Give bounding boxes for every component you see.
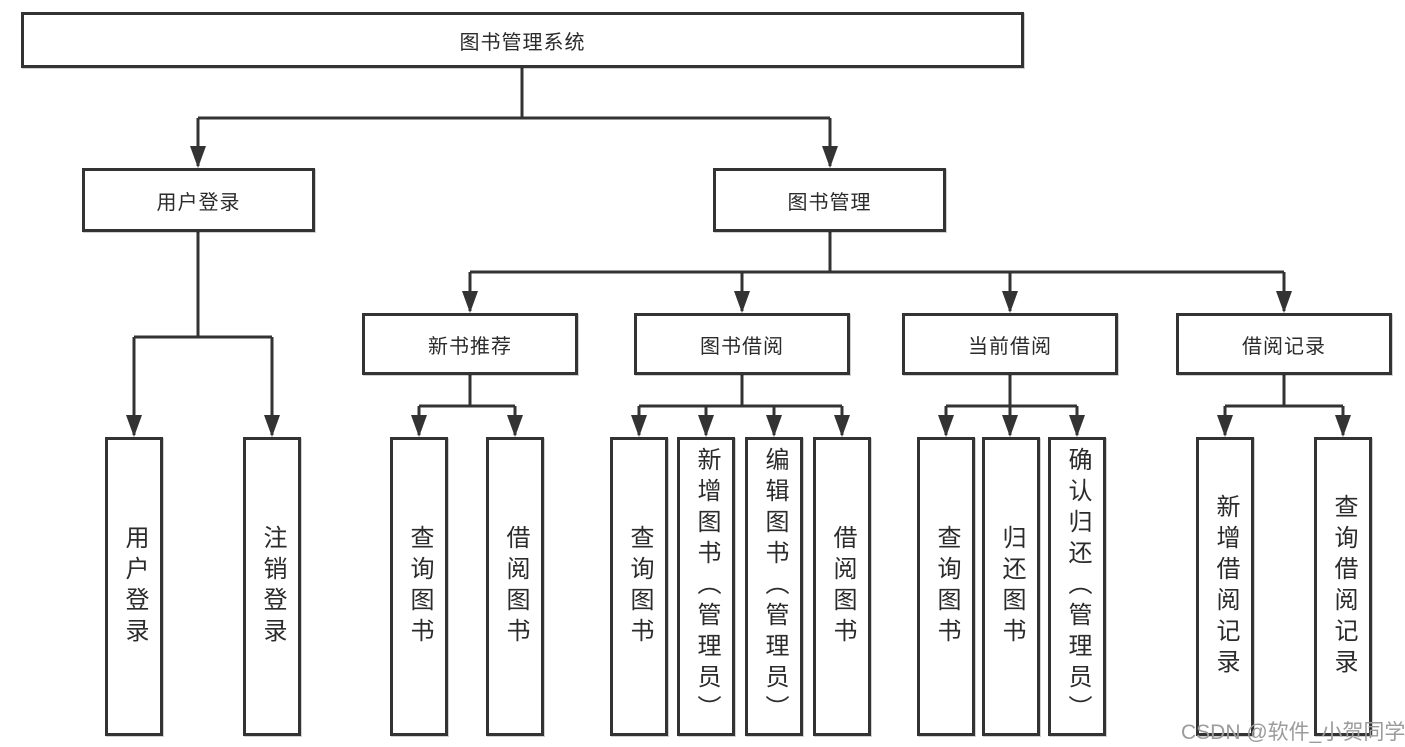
csdn-watermark: CSDN @软件_小贺同学 [1181,721,1405,744]
leaf-borrow-books-recommend: 借阅图书 [486,437,544,736]
arrowhead [411,415,427,437]
arrowhead [264,415,280,437]
node-label: 图书借阅 [700,335,784,358]
node-label: 注销登录 [259,524,286,649]
arrowhead [734,291,750,313]
arrowhead [698,415,714,437]
node-label: 新增借阅记录 [1212,493,1239,680]
leaf-edit-book-admin: 编辑图书（管理员） [745,437,803,736]
arrowhead [126,415,142,437]
node-label: 查询借阅记录 [1330,493,1357,680]
node-label: 归还图书 [998,524,1025,649]
node-current-borrow: 当前借阅 [902,313,1118,375]
leaf-logout: 注销登录 [243,437,301,736]
leaf-query-books-current: 查询图书 [917,437,975,736]
arrowhead [822,146,838,168]
arrowhead [462,291,478,313]
connector-user-login-to-leaves [126,232,280,437]
node-label: 用户登录 [156,191,241,214]
arrowhead [1335,415,1351,437]
node-label: 编辑图书（管理员） [761,447,788,726]
node-label: 确认归还（管理员） [1064,447,1091,726]
node-label: 图书管理系统 [459,31,586,54]
connector-root-to-level2 [190,68,838,168]
connector-current-borrow-to-leaves [938,375,1085,437]
node-book-management: 图书管理 [713,168,946,232]
connector-book-borrow-to-leaves [631,375,850,437]
node-label: 用户登录 [121,524,148,649]
leaf-query-books-recommend: 查询图书 [390,437,448,736]
node-label: 借阅图书 [502,524,529,649]
connector-borrow-records-to-leaves [1217,375,1351,437]
arrowhead [1002,291,1018,313]
arrowhead [190,146,206,168]
leaf-confirm-return-admin: 确认归还（管理员） [1048,437,1106,736]
arrowhead [1069,415,1085,437]
arrowhead [938,415,954,437]
leaf-add-book-admin: 新增图书（管理员） [677,437,735,736]
node-label: 图书管理 [787,191,872,214]
node-borrow-records: 借阅记录 [1176,313,1392,375]
node-label: 新书推荐 [428,335,512,358]
leaf-query-borrow-record: 查询借阅记录 [1314,437,1372,736]
node-label: 查询图书 [626,524,653,649]
node-label: 当前借阅 [968,335,1052,358]
node-label: 借阅记录 [1242,335,1326,358]
leaf-query-books-borrow: 查询图书 [610,437,668,736]
arrowhead [1002,415,1018,437]
leaf-user-login: 用户登录 [105,437,163,736]
node-new-book-recommend: 新书推荐 [362,313,578,375]
connector-new-book-recommend-to-leaves [411,375,523,437]
node-label: 查询图书 [933,524,960,649]
arrowhead [766,415,782,437]
node-user-login: 用户登录 [82,168,315,232]
node-book-borrow: 图书借阅 [634,313,850,375]
arrowhead [1217,415,1233,437]
node-label: 查询图书 [406,524,433,649]
arrowhead [507,415,523,437]
arrowhead [834,415,850,437]
node-label: 新增图书（管理员） [693,447,720,726]
node-label: 借阅图书 [829,524,856,649]
connector-book-management-to-level3 [462,232,1292,313]
leaf-return-book: 归还图书 [982,437,1040,736]
arrowhead [1276,291,1292,313]
node-library-system: 图书管理系统 [21,12,1024,68]
leaf-borrow-books: 借阅图书 [813,437,871,736]
arrowhead [631,415,647,437]
leaf-add-borrow-record: 新增借阅记录 [1196,437,1254,736]
